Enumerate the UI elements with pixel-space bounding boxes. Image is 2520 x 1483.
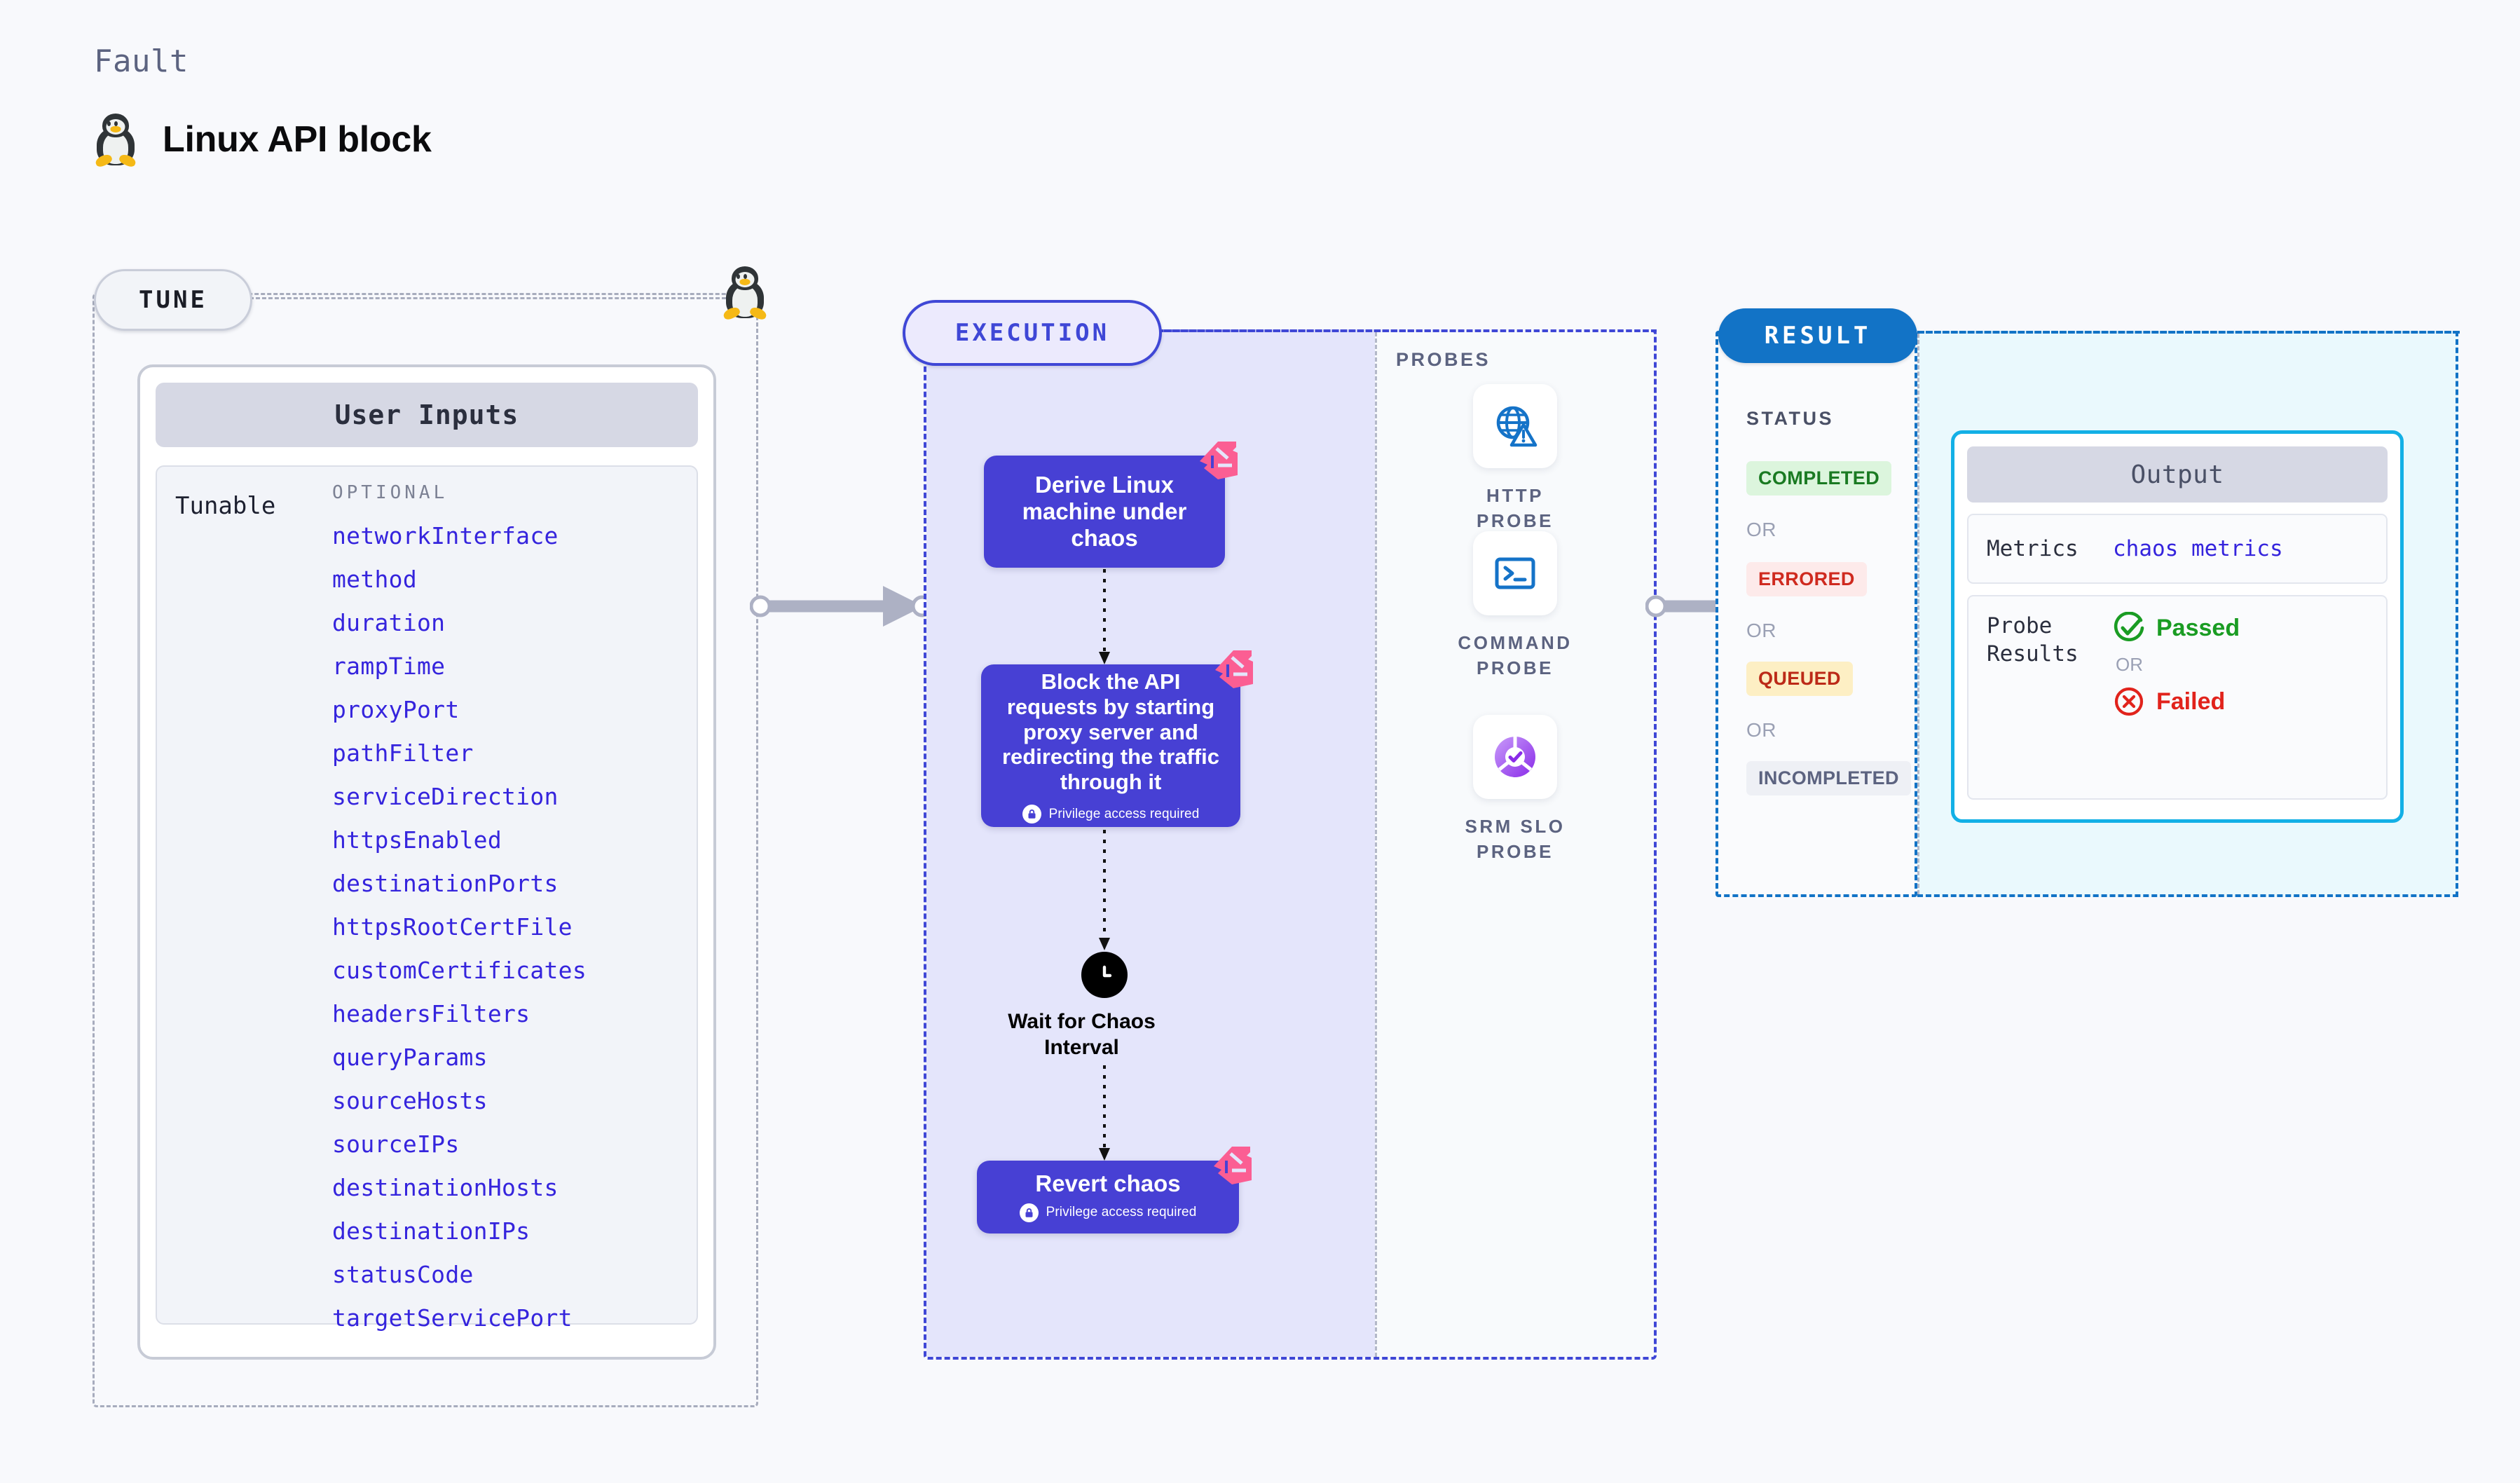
probe-result-passed-label: Passed — [2156, 614, 2240, 641]
execution-node-label: Block the API requests by starting proxy… — [1001, 669, 1220, 795]
tunable-item[interactable]: statusCode — [332, 1261, 474, 1288]
tune-region — [93, 293, 758, 1407]
execution-flow-arrow — [1099, 569, 1110, 664]
status-badge-errored: ERRORED — [1746, 562, 1867, 596]
output-metrics-key: Metrics — [1987, 535, 2079, 561]
execution-node-label: Derive Linux machine under chaos — [1022, 471, 1187, 552]
status-or-label: OR — [1746, 719, 1776, 741]
probe-label: HTTP PROBE — [1477, 485, 1554, 531]
probes-title: PROBES — [1396, 349, 1491, 370]
tunable-item[interactable]: destinationHosts — [332, 1174, 559, 1201]
probe-result-passed: Passed — [2113, 612, 2240, 644]
execution-node-revert-chaos[interactable]: Revert chaos Privilege access required — [977, 1147, 1252, 1233]
privilege-required-label: Privilege access required — [1048, 806, 1200, 821]
tunable-item[interactable]: sourceHosts — [332, 1087, 488, 1114]
tune-to-execution-connector — [750, 586, 933, 627]
check-circle-icon — [2114, 612, 2144, 642]
probes-panel-fill — [1375, 332, 1654, 1357]
status-or-label: OR — [1746, 519, 1776, 540]
tune-user-inputs-card: User Inputs Tunable OPTIONAL networkInte… — [137, 364, 716, 1360]
execution-node-derive-machine[interactable]: Derive Linux machine under chaos — [984, 442, 1238, 568]
terminal-icon — [1473, 531, 1557, 615]
result-inner-divider — [1917, 334, 1919, 894]
status-title: STATUS — [1746, 408, 1834, 429]
tune-badge-connector-line — [249, 297, 726, 299]
clock-icon — [1081, 952, 1128, 998]
probe-srm-slo[interactable]: SRM SLO PROBE — [1445, 715, 1585, 865]
tunable-item[interactable]: destinationPorts — [332, 870, 559, 897]
execution-node-block-api[interactable]: Block the API requests by starting proxy… — [981, 650, 1253, 827]
probe-label: SRM SLO PROBE — [1465, 816, 1566, 862]
execution-node-label: Revert chaos — [1035, 1170, 1181, 1197]
tunable-item[interactable]: destinationIPs — [332, 1217, 530, 1245]
tunable-item[interactable]: proxyPort — [332, 696, 460, 723]
tunable-item[interactable]: targetServicePort — [332, 1304, 573, 1332]
status-badge-incompleted: INCOMPLETED — [1746, 761, 1911, 795]
tunable-item[interactable]: networkInterface — [332, 522, 559, 549]
tunable-item[interactable]: rampTime — [332, 652, 446, 680]
status-or-label: OR — [1746, 620, 1776, 641]
tunable-item[interactable]: httpsEnabled — [332, 826, 502, 854]
lock-icon — [1019, 1203, 1039, 1222]
output-metrics-value[interactable]: chaos metrics — [2113, 536, 2283, 561]
lock-icon — [1022, 805, 1041, 824]
execution-section-badge[interactable]: EXECUTION — [903, 300, 1162, 366]
privilege-required-badge: Privilege access required — [1019, 1203, 1197, 1222]
result-badge-connector-line — [1919, 331, 2460, 334]
output-probe-values: Passed OR Failed — [2113, 612, 2240, 783]
tunable-panel: Tunable OPTIONAL networkInterface method… — [156, 465, 698, 1330]
output-probe-key: Probe Results — [1987, 613, 2079, 667]
tunable-item[interactable]: queryParams — [332, 1044, 488, 1071]
slo-donut-check-icon — [1473, 715, 1557, 799]
tunable-item[interactable]: customCertificates — [332, 957, 587, 984]
tunable-item[interactable]: pathFilter — [332, 739, 474, 767]
tunable-item[interactable]: headersFilters — [332, 1000, 530, 1027]
probe-result-or-label: OR — [2116, 654, 2143, 675]
globe-warning-icon — [1473, 384, 1557, 468]
privilege-required-badge: Privilege access required — [1022, 805, 1200, 824]
tunable-label: Tunable — [175, 492, 276, 520]
probe-label: COMMAND PROBE — [1458, 632, 1573, 678]
tunable-item[interactable]: method — [332, 566, 418, 593]
tunable-item[interactable]: sourceIPs — [332, 1130, 460, 1158]
status-badge-queued: QUEUED — [1746, 662, 1853, 696]
tunable-item[interactable]: serviceDirection — [332, 783, 559, 810]
execution-flow-arrow — [1099, 1065, 1110, 1161]
user-inputs-header: User Inputs — [156, 383, 698, 447]
optional-column-header: OPTIONAL — [332, 482, 448, 503]
probe-result-failed: Failed — [2113, 685, 2240, 718]
execution-node-wait-interval[interactable]: Wait for Chaos Interval — [1008, 952, 1156, 1060]
tune-section-badge[interactable]: TUNE — [94, 269, 252, 331]
tunable-item[interactable]: duration — [332, 609, 446, 636]
probe-http[interactable]: HTTP PROBE — [1445, 384, 1585, 534]
output-card: Output Metrics chaos metrics Probe Resul… — [1951, 430, 2404, 823]
page-title-row: Linux API block — [94, 112, 432, 169]
tunable-optional-list: OPTIONAL networkInterface method duratio… — [332, 482, 697, 1330]
probes-divider — [1375, 332, 1377, 1357]
output-metrics-row: Metrics chaos metrics — [1967, 514, 2388, 584]
page-kicker: Fault — [94, 43, 189, 79]
output-probe-results-row: Probe Results Passed OR Failed — [1967, 595, 2388, 800]
tux-penguin-icon — [94, 112, 137, 169]
tunable-item[interactable]: httpsRootCertFile — [332, 913, 573, 941]
result-status-region — [1716, 331, 1917, 897]
x-circle-icon — [2114, 687, 2144, 716]
execution-badge-connector-line — [1158, 329, 1657, 332]
output-header: Output — [1967, 446, 2388, 503]
result-section-badge[interactable]: RESULT — [1718, 308, 1917, 363]
execution-flow-arrow — [1099, 830, 1110, 950]
privilege-required-label: Privilege access required — [1046, 1205, 1197, 1220]
probe-result-failed-label: Failed — [2156, 688, 2226, 715]
status-badge-completed: COMPLETED — [1746, 461, 1892, 496]
probe-command[interactable]: COMMAND PROBE — [1445, 531, 1585, 681]
page-title: Linux API block — [163, 119, 432, 160]
tux-penguin-marker-icon — [722, 265, 768, 322]
execution-node-label: Wait for Chaos Interval — [1008, 1010, 1156, 1059]
